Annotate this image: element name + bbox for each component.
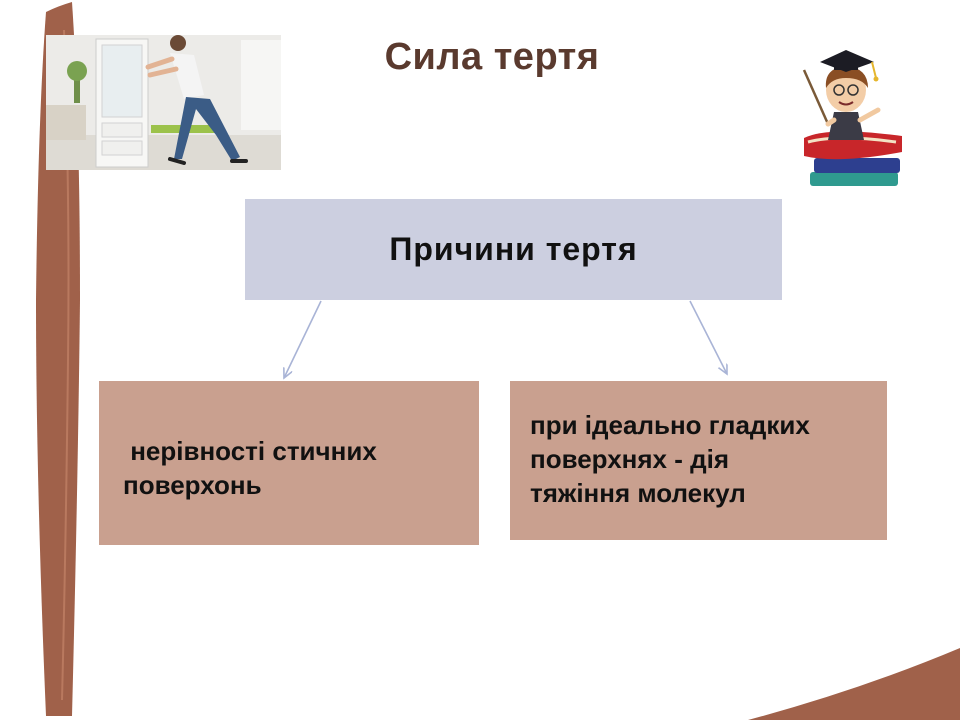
molecular-attraction-line-1: при ідеально гладких bbox=[530, 410, 810, 440]
molecular-attraction-line-3: тяжіння молекул bbox=[530, 478, 746, 508]
surface-roughness-box: нерівності стичних поверхонь bbox=[99, 381, 479, 545]
causes-of-friction-box: Причини тертя bbox=[245, 199, 782, 300]
causes-of-friction-label: Причини тертя bbox=[389, 231, 638, 267]
surface-roughness-line-2: поверхонь bbox=[123, 470, 262, 500]
left-ribbon bbox=[36, 2, 80, 716]
man-pushing-fridge-photo bbox=[46, 35, 281, 170]
arrow-right bbox=[689, 300, 727, 374]
professor-on-books-icon bbox=[798, 40, 913, 195]
molecular-attraction-line-2: поверхнях - дія bbox=[530, 444, 730, 474]
arrow-left bbox=[284, 300, 322, 378]
surface-roughness-line-1: нерівності стичних bbox=[123, 436, 377, 466]
page-title: Сила тертя bbox=[384, 36, 600, 78]
molecular-attraction-box: при ідеально гладких поверхнях - дія тяж… bbox=[510, 381, 887, 540]
corner-ribbon bbox=[748, 648, 960, 720]
